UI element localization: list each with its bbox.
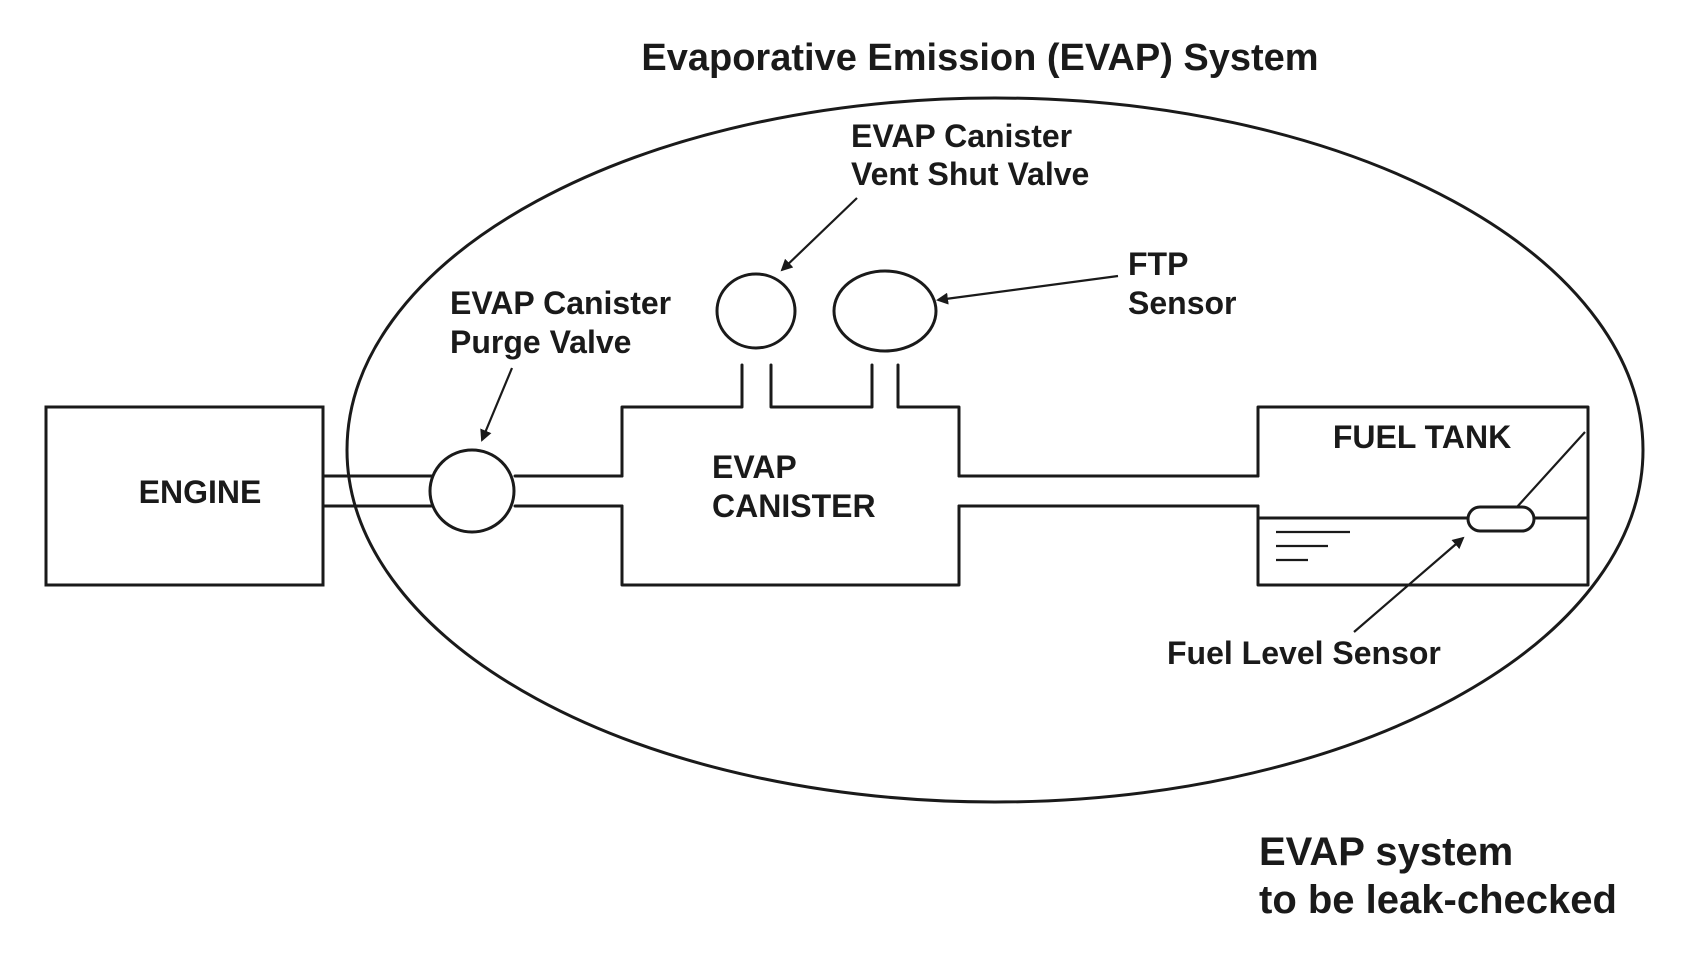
fuel-tank bbox=[1256, 405, 1590, 587]
vent-valve-arrow bbox=[780, 197, 858, 272]
ftp-sensor-label-line2: Sensor bbox=[1128, 285, 1236, 321]
fuel-level-sensor-arrow bbox=[1353, 536, 1465, 633]
boundary-note-line2: to be leak-checked bbox=[1259, 878, 1617, 922]
evap-canister bbox=[620, 363, 961, 587]
vent-valve-label-line2: Vent Shut Valve bbox=[851, 156, 1089, 192]
fuel-level-sensor-arm bbox=[1516, 431, 1586, 508]
purge-valve-label-line2: Purge Valve bbox=[450, 324, 631, 360]
ftp-sensor-arrow bbox=[936, 274, 1119, 305]
fuel-level-sensor-label: Fuel Level Sensor bbox=[1167, 635, 1441, 671]
purge-valve bbox=[428, 448, 516, 534]
engine-block bbox=[44, 405, 325, 587]
engine-label: ENGINE bbox=[139, 474, 262, 510]
canister-label-line1: EVAP bbox=[712, 449, 797, 485]
vent-valve-label-line1: EVAP Canister bbox=[851, 118, 1072, 154]
ftp-sensor-label-line1: FTP bbox=[1128, 246, 1188, 282]
fuel-tank-label: FUEL TANK bbox=[1333, 419, 1511, 455]
ftp-sensor bbox=[832, 269, 938, 353]
vapor-line bbox=[957, 474, 1260, 508]
canister-label-line2: CANISTER bbox=[712, 488, 876, 524]
leak-check-boundary bbox=[345, 96, 1645, 804]
purge-valve-label-line1: EVAP Canister bbox=[450, 285, 671, 321]
purge-valve-arrow bbox=[480, 367, 514, 442]
vent-shut-valve bbox=[715, 272, 797, 350]
fuel-level-lines bbox=[1256, 516, 1590, 562]
fuel-level-sensor bbox=[1466, 505, 1536, 533]
diagram-title: Evaporative Emission (EVAP) System bbox=[641, 37, 1318, 79]
purge-line bbox=[321, 474, 624, 508]
boundary-note-line1: EVAP system bbox=[1259, 830, 1513, 874]
